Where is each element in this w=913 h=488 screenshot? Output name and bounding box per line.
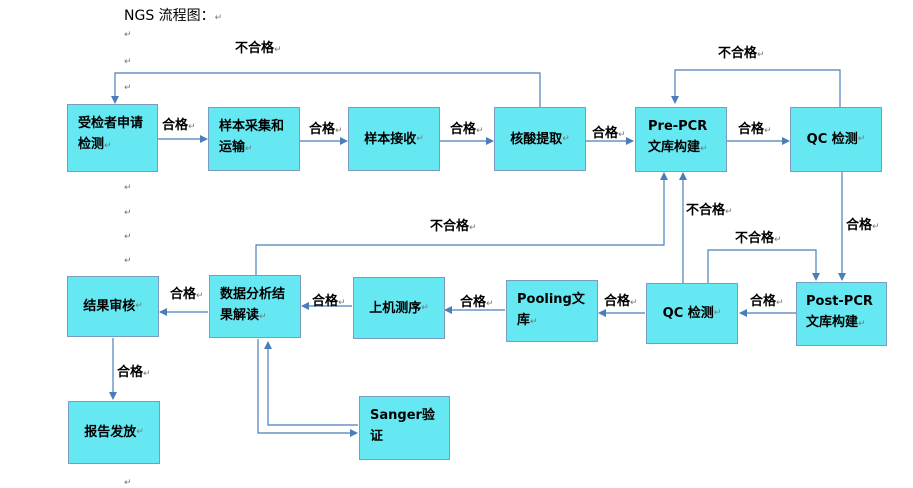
box-sanger-verification: Sanger验证 <box>359 396 450 460</box>
box-pre-pcr-library: Pre-PCR文库构建↵ <box>635 107 727 172</box>
label-pass: 合格↵ <box>312 294 346 309</box>
box-data-analysis: 数据分析结果解读↵ <box>209 275 301 338</box>
arrow-fail-b4-b1 <box>111 72 541 107</box>
box-post-pcr-library: Post-PCR文库构建↵ <box>796 282 887 346</box>
box-sample-receipt: 样本接收↵ <box>348 107 440 171</box>
label-pass: 合格↵ <box>738 122 772 137</box>
label-fail: 不合格↵ <box>430 219 477 234</box>
paragraph-mark: ↵ <box>124 232 132 242</box>
label-pass: 合格↵ <box>460 295 494 310</box>
box-sample-collection: 样本采集和运输↵ <box>208 107 300 171</box>
diagram-title: NGS 流程图：↵ <box>124 8 223 24</box>
box-request-test: 受检者申请检测↵ <box>67 104 158 172</box>
box-result-review: 结果审核↵ <box>67 276 159 337</box>
label-pass: 合格↵ <box>170 287 204 302</box>
arrow-fail-b11-b5 <box>255 172 668 275</box>
label-pass: 合格↵ <box>604 294 638 309</box>
label-pass: 合格↵ <box>592 126 626 141</box>
paragraph-mark: ↵ <box>124 256 132 266</box>
box-qc-bottom: QC 检测↵ <box>646 283 738 344</box>
arrow-b14-b11 <box>264 341 358 426</box>
label-fail: 不合格↵ <box>235 41 282 56</box>
paragraph-mark: ↵ <box>124 208 132 218</box>
label-pass: 合格↵ <box>846 218 880 233</box>
label-pass: 合格↵ <box>450 122 484 137</box>
label-pass: 合格↵ <box>750 294 784 309</box>
box-sequencing: 上机测序↵ <box>353 277 445 339</box>
label-pass: 合格↵ <box>162 118 196 133</box>
box-report-release: 报告发放↵ <box>68 401 160 464</box>
box-nucleic-acid-extraction: 核酸提取↵ <box>494 107 586 171</box>
paragraph-mark: ↵ <box>124 183 132 193</box>
paragraph-mark: ↵ <box>124 83 132 93</box>
arrow-fail-b8-b7 <box>707 249 820 283</box>
arrow-fail-b6-b5 <box>671 69 841 107</box>
box-pooling-library: Pooling文库↵ <box>506 280 598 342</box>
arrow-b11-b14 <box>257 339 358 437</box>
label-fail: 不合格↵ <box>686 203 733 218</box>
label-pass: 合格↵ <box>309 122 343 137</box>
label-pass: 合格↵ <box>117 365 151 380</box>
box-qc-top: QC 检测↵ <box>790 107 882 172</box>
paragraph-mark: ↵ <box>124 478 132 488</box>
label-fail: 不合格↵ <box>735 231 782 246</box>
paragraph-mark: ↵ <box>124 30 132 40</box>
paragraph-mark: ↵ <box>124 57 132 67</box>
label-fail: 不合格↵ <box>718 46 765 61</box>
